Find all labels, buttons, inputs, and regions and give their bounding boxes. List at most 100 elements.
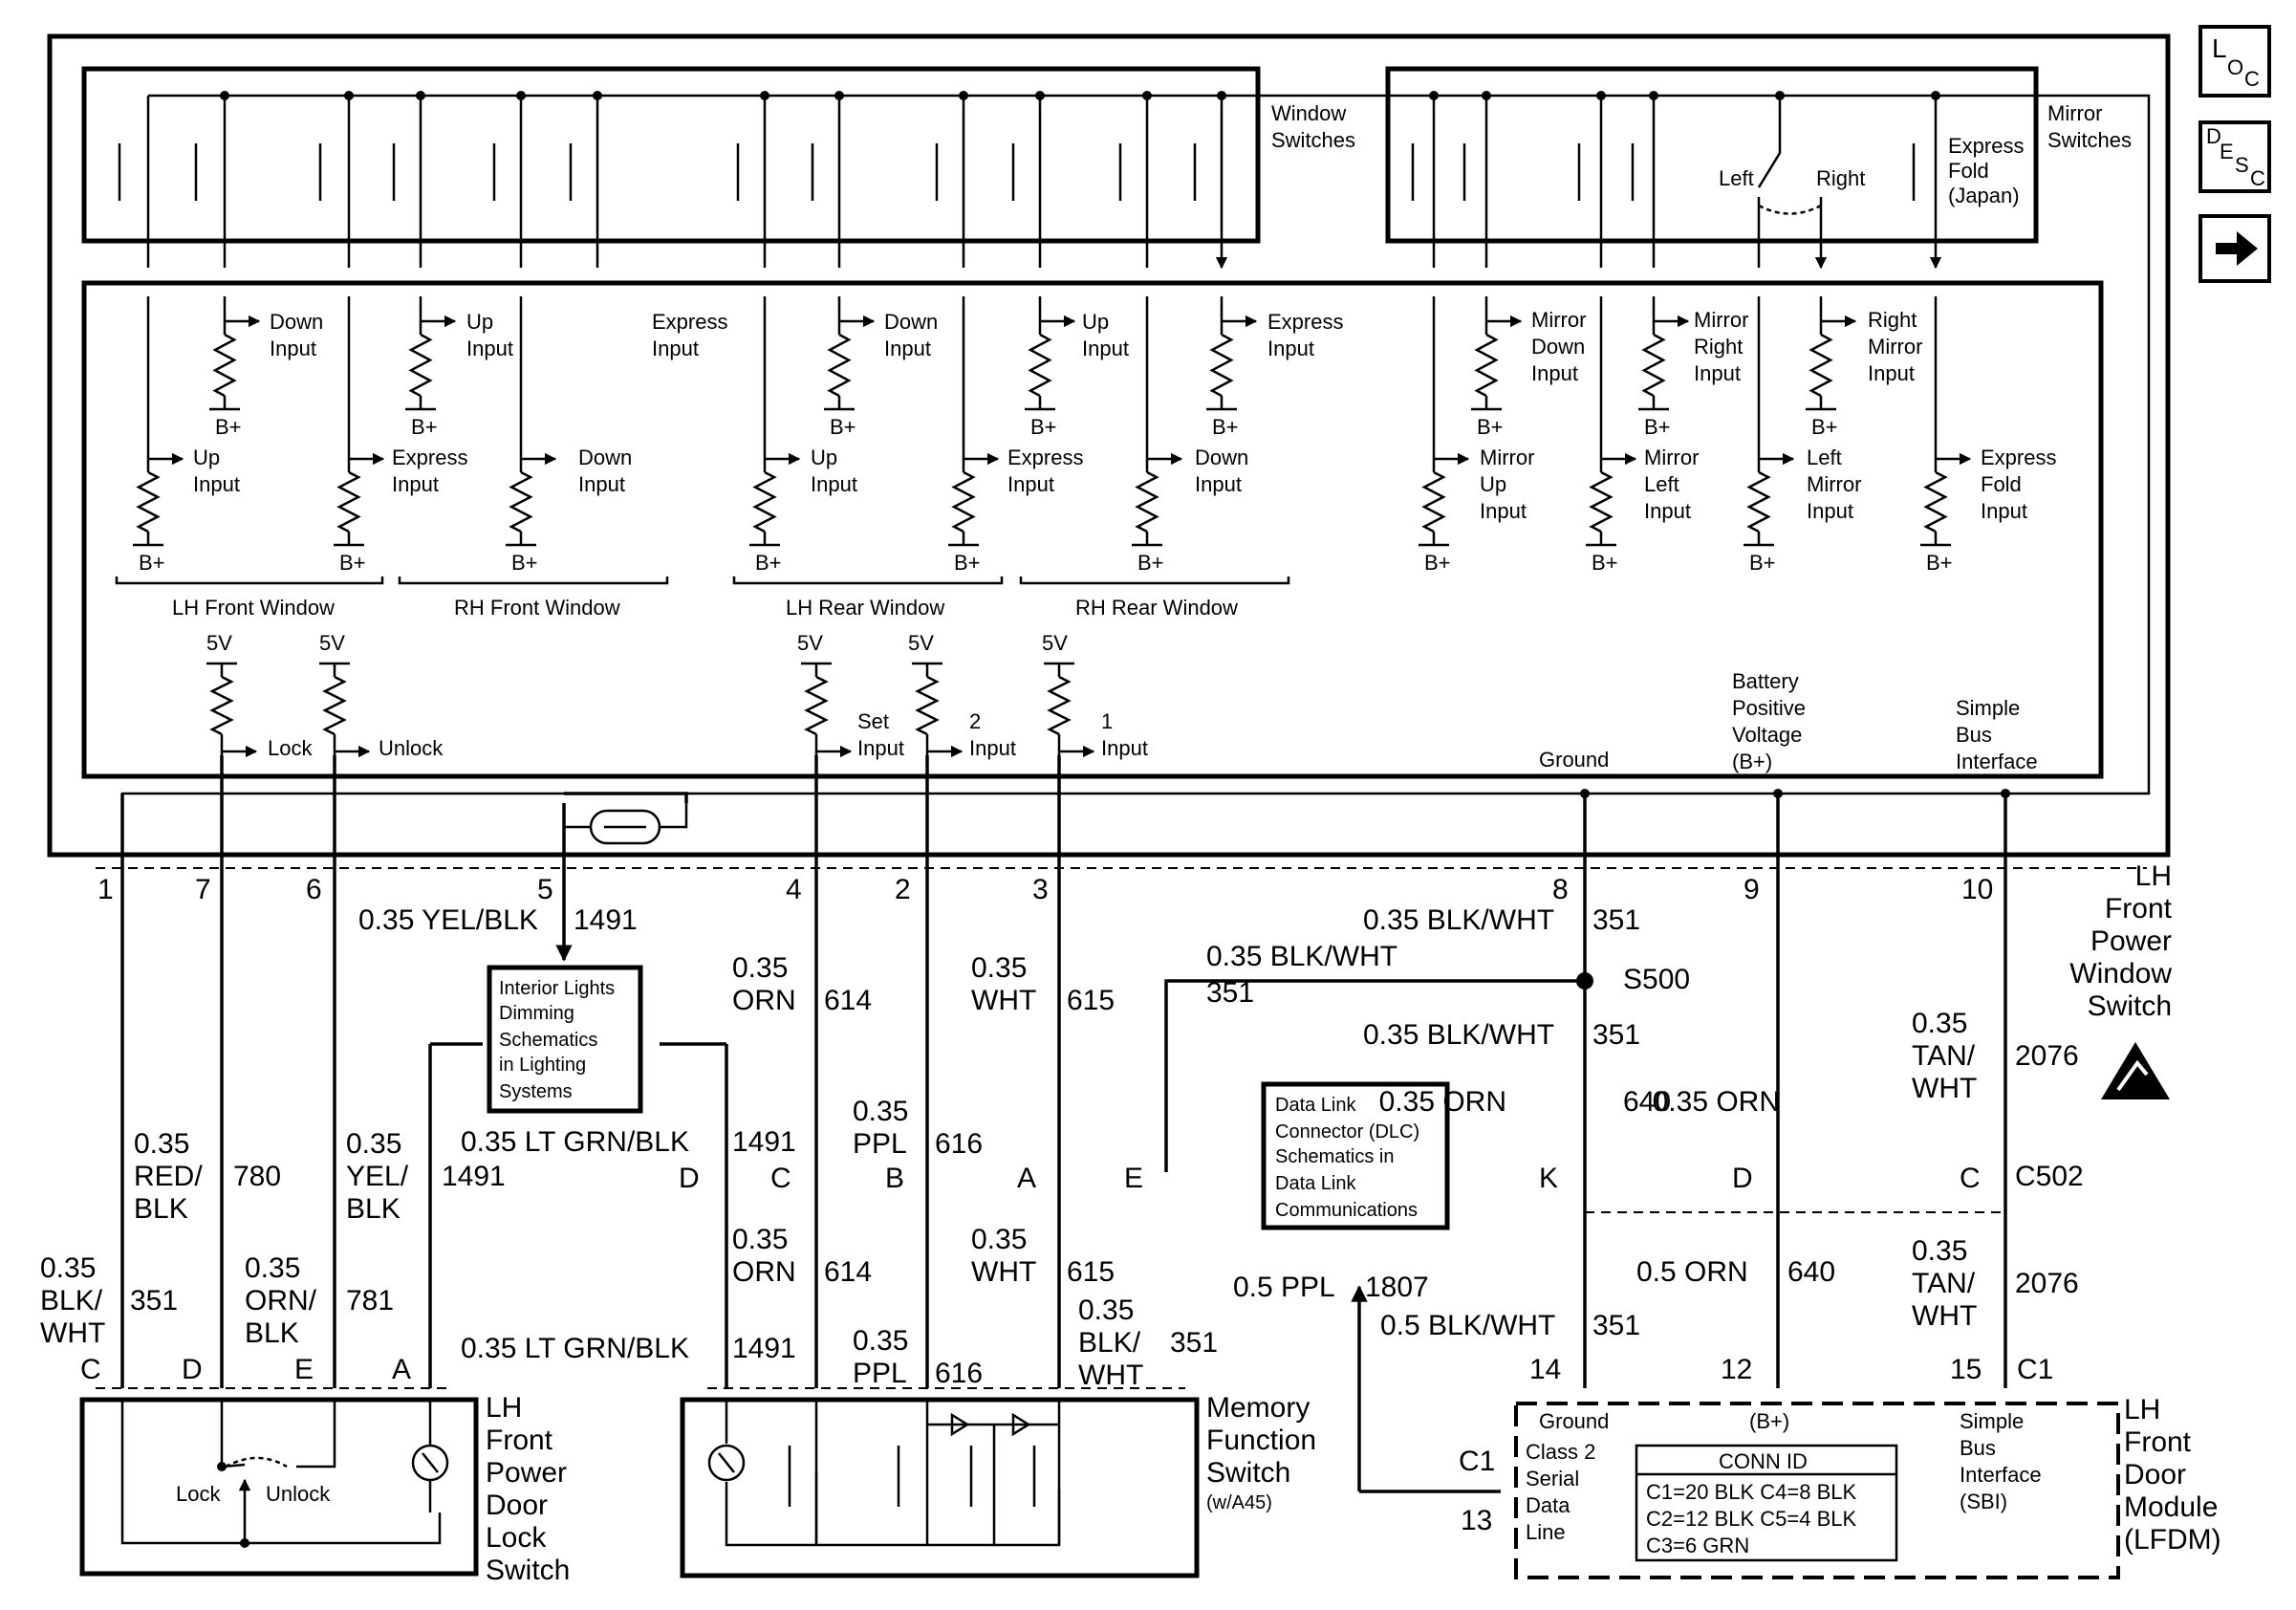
pullup-resistor (206, 662, 237, 755)
svg-text:Power: Power (2090, 925, 2172, 957)
module-inner-box (81, 280, 2104, 779)
svg-text:2076: 2076 (2015, 1040, 2079, 1072)
sbi-label-2: Bus (1956, 723, 1992, 747)
svg-text:1491: 1491 (732, 1333, 796, 1364)
svg-text:0.35: 0.35 (971, 1224, 1027, 1255)
svg-text:Input: Input (1267, 337, 1314, 360)
input-resistors: B+B+B+B+B+B+B+B+B+B+B+B+B+B+B+B+B+B+ (133, 296, 1972, 758)
pullup-resistor (319, 662, 350, 755)
svg-text:Ground: Ground (1539, 1409, 1609, 1433)
svg-text:Interface: Interface (1960, 1463, 2042, 1487)
window-switches-label-2: Switches (1271, 128, 1355, 152)
sbi-label-1: Simple (1956, 696, 2020, 720)
lh-rear-window-label: LH Rear Window (786, 596, 944, 620)
svg-text:1491: 1491 (442, 1161, 506, 1192)
svg-text:Switch: Switch (2088, 990, 2172, 1022)
svg-text:Down: Down (884, 310, 938, 334)
mirror-right-label: Right (1816, 166, 1865, 190)
bplus-label: B+ (1137, 551, 1164, 575)
svg-text:640: 640 (1623, 1086, 1671, 1118)
mirror-left-label: Left (1719, 166, 1754, 190)
svg-text:Data: Data (1526, 1493, 1570, 1517)
svg-text:Class 2: Class 2 (1526, 1440, 1595, 1464)
svg-text:Function: Function (1206, 1425, 1316, 1456)
svg-text:Window: Window (2069, 958, 2172, 990)
svg-text:0.35: 0.35 (346, 1128, 401, 1160)
svg-text:LH: LH (2124, 1394, 2160, 1425)
svg-text:14: 14 (1529, 1354, 1561, 1385)
svg-text:C: C (2244, 67, 2260, 91)
svg-text:PPL: PPL (853, 1128, 907, 1160)
svg-text:Input: Input (392, 472, 439, 496)
svg-text:13: 13 (1461, 1505, 1492, 1536)
svg-text:WHT: WHT (1078, 1360, 1143, 1391)
svg-text:0.5 BLK/WHT: 0.5 BLK/WHT (1380, 1310, 1555, 1341)
loc-button[interactable]: L O C (2199, 25, 2271, 98)
svg-text:5V: 5V (1042, 631, 1068, 655)
svg-text:1807: 1807 (1365, 1272, 1429, 1303)
mirror-switches-box (1385, 66, 2039, 244)
svg-text:351: 351 (1592, 1310, 1640, 1341)
svg-text:Power: Power (486, 1457, 567, 1489)
bplus-label: B+ (339, 551, 366, 575)
svg-text:A: A (1017, 1163, 1036, 1194)
svg-text:0.35 BLK/WHT: 0.35 BLK/WHT (1363, 904, 1554, 936)
mirror-switches-label-2: Switches (2047, 128, 2132, 152)
svg-text:RED/: RED/ (134, 1161, 203, 1192)
svg-text:A: A (392, 1354, 411, 1385)
rh-front-window-label: RH Front Window (454, 596, 620, 620)
svg-text:C: C (770, 1163, 791, 1194)
svg-text:Down: Down (1195, 446, 1248, 469)
svg-text:Lock: Lock (268, 736, 313, 760)
svg-text:Express: Express (1981, 446, 2056, 469)
resistor (1421, 296, 1446, 545)
svg-text:D: D (2206, 124, 2221, 148)
connector-pin-letters: C D E A D C B A E K D C 14 12 15 13 C1 (80, 1163, 1982, 1536)
illumination-lamp-icon (411, 1400, 449, 1512)
svg-text:Input: Input (1007, 472, 1054, 496)
svg-text:E: E (294, 1354, 314, 1385)
svg-text:Input: Input (969, 736, 1016, 760)
svg-text:WHT: WHT (1912, 1073, 1977, 1104)
svg-text:Switch: Switch (486, 1555, 570, 1586)
svg-text:Right: Right (1868, 308, 1917, 332)
bplus-label: B+ (1749, 551, 1776, 575)
svg-text:351: 351 (1206, 977, 1254, 1009)
next-page-button[interactable] (2199, 214, 2271, 283)
interior-lights-box[interactable] (487, 965, 643, 1114)
svg-text:0.35: 0.35 (853, 1325, 908, 1357)
svg-text:Input: Input (1807, 499, 1853, 523)
bplus-label: B+ (954, 551, 981, 575)
svg-text:0.35: 0.35 (732, 952, 788, 984)
svg-text:Input: Input (270, 337, 316, 360)
bplus-label: B+ (1644, 415, 1671, 439)
five-volt-labels: 5V 5V 5V 5V 5V (206, 631, 1068, 655)
svg-text:C: C (80, 1354, 101, 1385)
svg-text:5V: 5V (908, 631, 934, 655)
svg-text:D: D (679, 1163, 700, 1194)
desc-button[interactable]: D E S C (2199, 120, 2271, 193)
svg-text:Front: Front (2105, 893, 2173, 925)
dlc-box[interactable] (1261, 1081, 1450, 1230)
svg-text:Up: Up (193, 446, 220, 469)
pin-number: 5 (537, 874, 553, 905)
svg-text:D: D (1732, 1163, 1753, 1194)
svg-text:781: 781 (346, 1285, 394, 1316)
pullup-resistor (801, 662, 832, 755)
svg-text:O: O (2227, 55, 2243, 79)
memory-function-switch-label: Memory Function Switch (w/A45) (1206, 1392, 1316, 1513)
svg-text:615: 615 (1067, 1256, 1115, 1288)
svg-text:0.35: 0.35 (1078, 1295, 1134, 1326)
svg-text:Connector (DLC): Connector (DLC) (1275, 1121, 1419, 1142)
svg-text:C: C (1960, 1163, 1981, 1194)
svg-text:5V: 5V (206, 631, 232, 655)
svg-text:Fold: Fold (1981, 472, 2022, 496)
svg-text:WHT: WHT (971, 985, 1036, 1016)
svg-text:Input: Input (811, 472, 857, 496)
svg-text:CONN ID: CONN ID (1719, 1449, 1808, 1473)
pin-number: 2 (895, 874, 911, 905)
svg-text:15: 15 (1950, 1354, 1982, 1385)
memory-switch-contacts (725, 1400, 1061, 1547)
